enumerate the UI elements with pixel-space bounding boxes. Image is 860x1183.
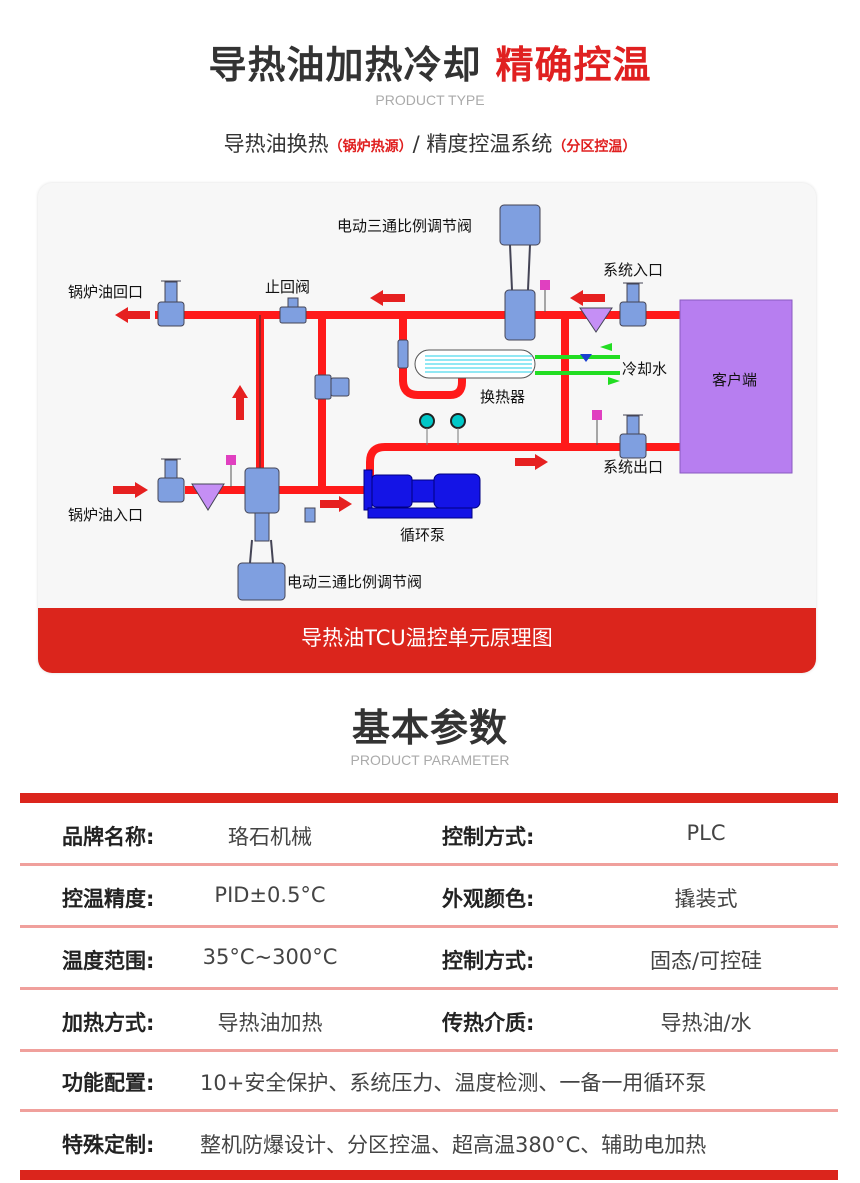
param-row: 控温精度: PID±0.5°C 外观颜色: 撬装式 — [20, 865, 838, 927]
param-row: 品牌名称: 珞石机械 控制方式: PLC — [20, 803, 838, 865]
params-title: 基本参数 — [351, 706, 508, 750]
water-out-arrow — [608, 377, 620, 385]
line-sep: / — [412, 132, 427, 156]
param-key: 控制方式: — [442, 825, 535, 849]
diagram-card: 电动三通比例调节阀 锅炉油回口 止回阀 系统入口 冷却水 客户端 换热器 系统出… — [38, 183, 816, 673]
param-value: PLC — [686, 821, 726, 845]
row-divider — [20, 987, 838, 990]
table-top-bar — [20, 793, 838, 803]
param-value: 珞石机械 — [228, 825, 312, 849]
line-b: 精度控温系统 — [426, 132, 553, 156]
three-way-valve-top — [504, 289, 536, 341]
label-system-in: 系统入口 — [603, 261, 664, 279]
param-key: 传热介质: — [442, 1011, 535, 1035]
page-title: 导热油加热冷却精确控温 — [0, 34, 860, 89]
temperature-sensors — [226, 280, 602, 487]
param-key: 控温精度: — [62, 887, 155, 911]
flow-arrows — [113, 290, 605, 512]
three-way-valve-bottom — [244, 467, 280, 514]
label-cooling-water: 冷却水 — [622, 360, 668, 378]
label-heat-exchanger: 换热器 — [480, 388, 526, 406]
diagram-caption: 导热油TCU温控单元原理图 — [38, 608, 816, 673]
cooling-water-lines — [535, 355, 620, 375]
title-accent: 精确控温 — [495, 43, 652, 87]
param-key: 加热方式: — [62, 1011, 155, 1035]
label-valve-top: 电动三通比例调节阀 — [337, 217, 473, 235]
water-in-arrow — [600, 343, 612, 351]
client-box — [679, 299, 793, 474]
line-a: 导热油换热 — [223, 132, 329, 156]
label-boiler-return: 锅炉油回口 — [68, 283, 144, 301]
globe-valves — [157, 280, 647, 503]
water-valve-icon — [580, 354, 592, 362]
line-a-note: （锅炉热源） — [328, 139, 413, 155]
table-bottom-bar — [20, 1170, 838, 1180]
param-key: 控制方式: — [442, 949, 535, 973]
label-boiler-in: 锅炉油入口 — [68, 506, 144, 524]
subtitle-en: PRODUCT TYPE — [375, 92, 485, 108]
param-key: 特殊定制: — [62, 1133, 155, 1157]
param-key: 功能配置: — [62, 1071, 155, 1095]
label-valve-bottom: 电动三通比例调节阀 — [287, 573, 423, 591]
label-pump: 循环泵 — [400, 526, 446, 544]
param-value: 导热油/水 — [660, 1011, 752, 1035]
param-row-wide: 功能配置: 10+安全保护、系统压力、温度检测、一备一用循环泵 — [20, 1049, 838, 1111]
label-system-out: 系统出口 — [603, 458, 664, 476]
params-subtitle-en: PRODUCT PARAMETER — [350, 752, 510, 768]
param-value: 35°C~300°C — [202, 945, 338, 969]
param-value: 10+安全保护、系统压力、温度检测、一备一用循环泵 — [200, 1071, 707, 1095]
actuator-top — [499, 204, 541, 246]
param-value: 整机防爆设计、分区控温、超高温380°C、辅助电加热 — [200, 1133, 707, 1157]
tcu-schematic — [113, 204, 793, 601]
title-main: 导热油加热冷却 — [208, 43, 482, 87]
param-row: 加热方式: 导热油加热 传热介质: 导热油/水 — [20, 989, 838, 1051]
circulation-pump — [363, 469, 481, 519]
system-line: 导热油换热（锅炉热源）/ 精度控温系统（分区控温） — [0, 128, 860, 158]
param-key: 品牌名称: — [62, 825, 155, 849]
param-value: PID±0.5°C — [214, 883, 326, 907]
row-divider — [20, 1049, 838, 1052]
param-value: 撬装式 — [674, 887, 738, 911]
label-check-valve: 止回阀 — [265, 278, 311, 296]
param-value: 导热油加热 — [217, 1011, 323, 1035]
param-value: 固态/可控硅 — [649, 949, 763, 973]
row-divider — [20, 1109, 838, 1112]
row-divider — [20, 925, 838, 928]
param-row-wide: 特殊定制: 整机防爆设计、分区控温、超高温380°C、辅助电加热 — [20, 1111, 838, 1173]
pressure-gauges — [419, 413, 466, 445]
filters — [191, 307, 613, 511]
actuator-bottom — [237, 562, 286, 601]
row-divider — [20, 863, 838, 866]
line-b-note: （分区控温） — [552, 139, 637, 155]
param-key: 外观颜色: — [442, 887, 535, 911]
param-key: 温度范围: — [62, 949, 155, 973]
param-row: 温度范围: 35°C~300°C 控制方式: 固态/可控硅 — [20, 927, 838, 989]
label-client: 客户端 — [712, 371, 758, 389]
drain-valve — [304, 507, 316, 523]
